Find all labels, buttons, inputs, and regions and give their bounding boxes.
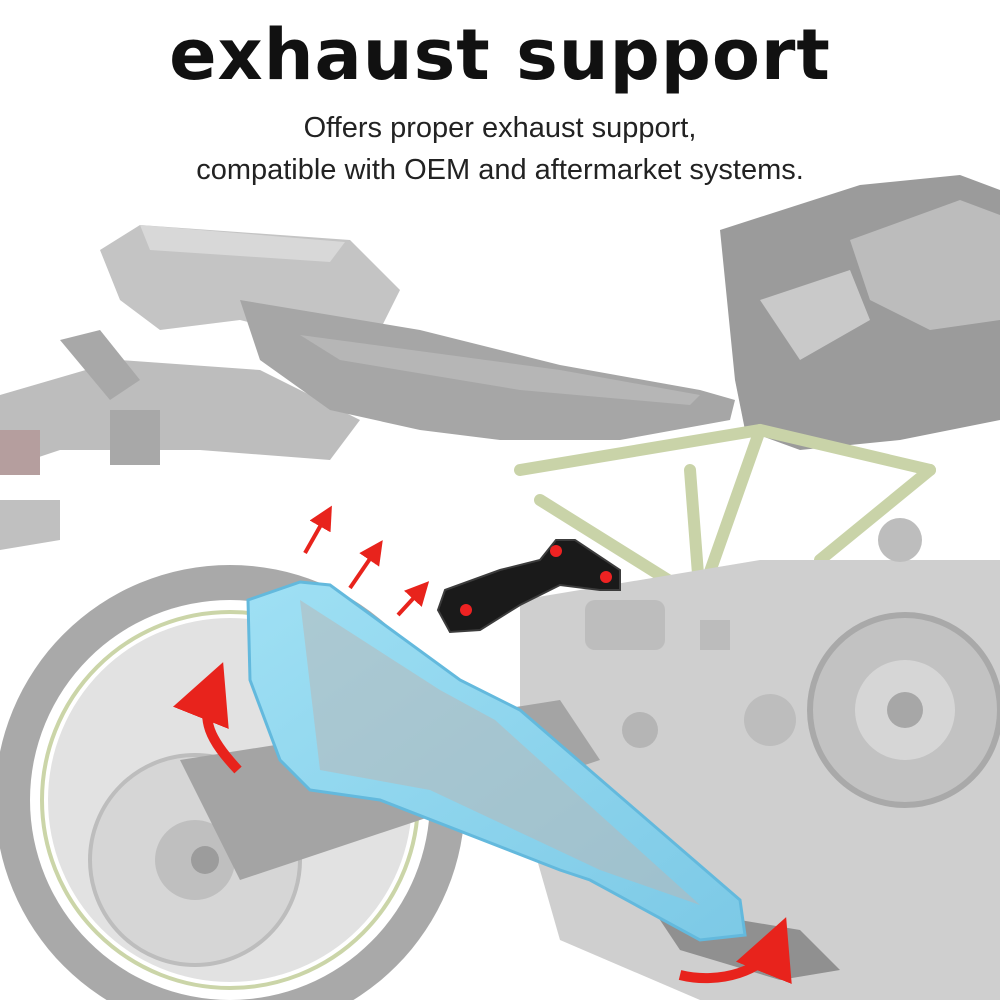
- headline: exhaust support: [169, 14, 831, 96]
- arrow-up-right-icon: [303, 505, 332, 554]
- subtitle-line-2: compatible with OEM and aftermarket syst…: [196, 154, 804, 186]
- fuel-tank: [720, 175, 1000, 450]
- arrow-up-right-icon: [348, 540, 383, 590]
- direction-arrows: [303, 505, 430, 617]
- bolt-dot-icon: [550, 545, 562, 557]
- exhaust-bracket: [436, 539, 621, 634]
- rear-shock: [585, 600, 665, 650]
- curved-arrow-icon: [678, 917, 792, 985]
- tail-light: [0, 430, 40, 475]
- bolt-dot-icon: [460, 604, 472, 616]
- bolt-dot-icon: [600, 571, 612, 583]
- subtitle-line-1: Offers proper exhaust support,: [303, 112, 697, 144]
- curved-arrow-icon: [173, 662, 242, 774]
- arrow-up-right-icon: [396, 581, 430, 617]
- tail-section: [0, 225, 400, 550]
